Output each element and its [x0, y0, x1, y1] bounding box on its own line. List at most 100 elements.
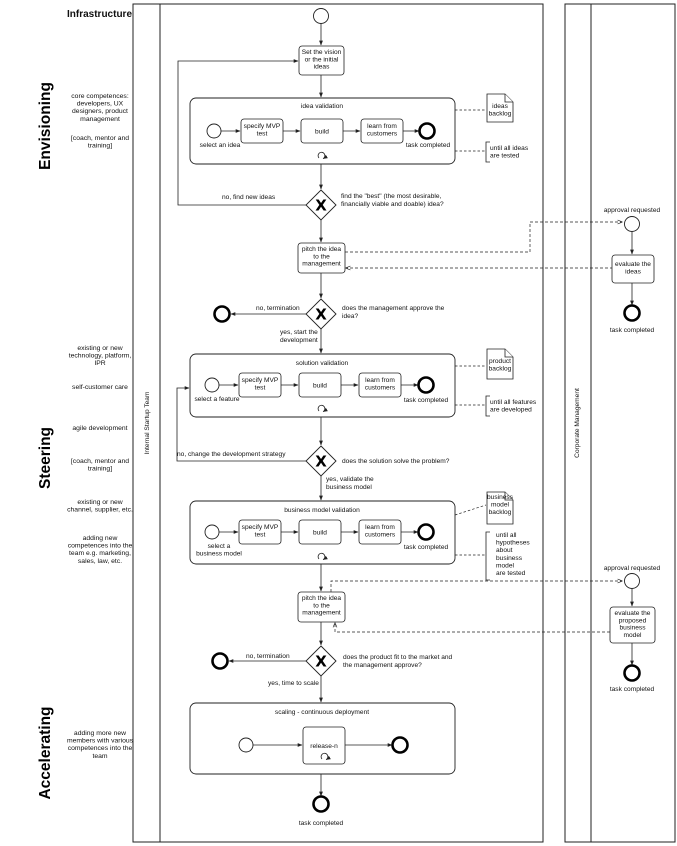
business-end-event[interactable]	[417, 523, 435, 541]
task-pitch-idea-2[interactable]	[297, 591, 346, 623]
gateway-2-no-label: no, termination	[256, 305, 300, 312]
idea-end-event[interactable]	[418, 122, 436, 140]
text-line: about	[496, 547, 513, 554]
text-line: business model	[196, 550, 242, 557]
task-release-n[interactable]	[302, 726, 346, 765]
text-line: build	[313, 383, 327, 390]
idea-end-label: task completed	[406, 142, 451, 149]
text-line: hypotheses	[496, 540, 530, 547]
text-line: specify MVP	[244, 123, 281, 130]
loop-icon	[317, 404, 328, 412]
idea-start-event[interactable]	[206, 123, 222, 139]
solution-task-build-label: build	[313, 383, 327, 390]
text-line: existing or new	[77, 345, 122, 352]
text-line: backlog	[489, 111, 512, 118]
text-line: business	[496, 555, 523, 562]
text-line: task completed	[299, 820, 344, 827]
text-line: business	[619, 625, 646, 632]
text-line: select a feature	[194, 396, 239, 403]
text-line: competences into the	[68, 543, 133, 550]
final-end-event[interactable]	[312, 795, 330, 813]
text-line: find the "best" (the most desirable,	[341, 193, 442, 200]
approval-requested-2-label: approval requested	[604, 565, 661, 572]
text-line: to the	[313, 253, 330, 260]
text-line: release-n	[310, 743, 338, 750]
task-evaluate-business-model[interactable]	[609, 606, 656, 644]
solution-end-event[interactable]	[417, 376, 435, 394]
phase-envisioning: Envisioning	[37, 82, 54, 170]
text-line: ideas	[492, 103, 508, 110]
gateway-4-yes-label: yes, time to scale	[268, 680, 319, 687]
text-line: adding new	[83, 535, 118, 542]
note-customer-care: self-customer care	[72, 384, 128, 391]
text-line: backlog	[489, 366, 512, 373]
svg-text:X: X	[315, 453, 327, 471]
idea-task-build-label: build	[315, 129, 329, 136]
text-line: sales, law, etc.	[78, 558, 122, 565]
text-line: model	[491, 501, 509, 508]
text-line: the management approve?	[343, 662, 422, 669]
task-set-vision[interactable]	[298, 45, 345, 76]
scaling-end-event[interactable]	[391, 736, 409, 754]
scaling-start-event[interactable]	[238, 737, 254, 753]
text-line: training]	[88, 466, 112, 473]
text-line: no, termination	[256, 305, 300, 312]
approval-requested-1-event[interactable]	[624, 216, 640, 232]
subprocess-idea-validation-title: idea validation	[301, 103, 343, 110]
text-line: learn from	[367, 123, 397, 130]
corporate-end-2[interactable]	[623, 664, 641, 682]
text-line: does the solution solve the problem?	[342, 458, 450, 465]
text-line: are tested	[496, 570, 526, 577]
gateway-4-no-label: no, termination	[246, 653, 290, 660]
text-line: learn from	[365, 377, 395, 384]
text-line: approval requested	[604, 207, 661, 214]
approval-requested-1-label: approval requested	[604, 207, 661, 214]
business-start-event[interactable]	[204, 524, 220, 540]
text-line: agile development	[72, 425, 127, 432]
text-line: select an idea	[200, 142, 241, 149]
corporate-end-1[interactable]	[623, 304, 641, 322]
text-line: learn from	[365, 524, 395, 531]
svg-text:X: X	[315, 197, 327, 215]
text-line: [coach, mentor and	[71, 458, 129, 465]
termination-end-1[interactable]	[213, 305, 231, 323]
text-line: product	[489, 358, 511, 365]
text-line: model	[624, 632, 642, 639]
solution-start-label: select a feature	[194, 396, 239, 403]
text-line: does the management approve the	[342, 305, 445, 312]
text-line: yes, validate the	[326, 476, 374, 483]
infrastructure-title: Infrastructure	[67, 9, 132, 20]
task-pitch-idea-1[interactable]	[297, 242, 346, 274]
text-line: developers, UX	[77, 101, 124, 108]
corporate-end-1-label: task completed	[610, 327, 655, 334]
approval-requested-2-event[interactable]	[624, 573, 640, 589]
text-line: team e.g. marketing,	[69, 550, 131, 557]
text-line: business model	[326, 484, 372, 491]
task-evaluate-ideas[interactable]	[611, 254, 655, 284]
startup-lane-title: Internal Startup Team	[144, 391, 151, 454]
text-line: management	[302, 610, 341, 617]
solution-start-event[interactable]	[204, 377, 220, 393]
text-line: until all	[496, 532, 517, 539]
termination-end-2[interactable]	[211, 652, 229, 670]
task-release-n-label: release-n	[310, 743, 338, 750]
text-line: are developed	[490, 407, 532, 414]
business-end-label: task completed	[404, 544, 449, 551]
start-event[interactable]	[313, 8, 329, 24]
text-line: management	[80, 116, 120, 123]
